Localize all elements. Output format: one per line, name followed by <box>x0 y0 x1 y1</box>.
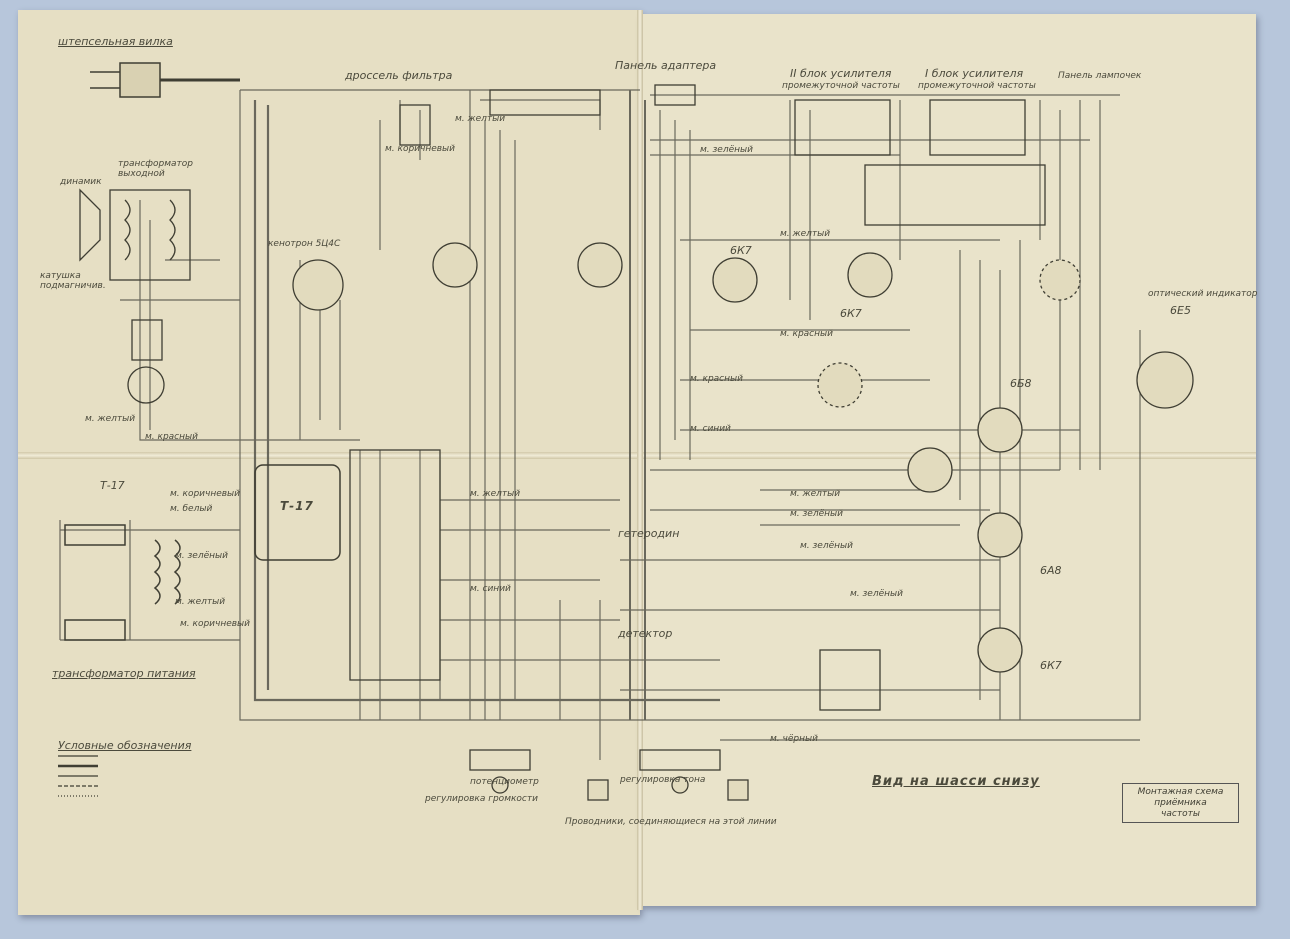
speaker-label: динамик <box>60 177 102 187</box>
wire-label-red-1: м. красный <box>145 432 198 442</box>
paper-fold-vertical <box>637 10 643 910</box>
note-bottom: Проводники, соединяющиеся на этой линии <box>565 817 777 827</box>
t17-left-label: Т-17 <box>100 479 125 492</box>
wire-label-white-1: м. белый <box>170 504 213 514</box>
wire-label-yellow-2: м. желтый <box>85 414 136 424</box>
coil-label: катушка подмагничив. <box>40 271 106 291</box>
wire-label-brown-2: м. коричневый <box>180 619 251 629</box>
t17-box-label: Т-17 <box>280 499 314 513</box>
wire-label-blue-2: м. синий <box>690 424 731 434</box>
block1-label: I блок усилителя <box>925 67 1024 80</box>
wire-label-yellow-5: м. желтый <box>780 229 831 239</box>
volume-label: регулировка громкости <box>425 794 538 804</box>
wire-label-yellow-1: м. желтый <box>175 597 226 607</box>
wire-label-yellow-4: м. желтый <box>470 489 521 499</box>
indicator-tube-label: 6Е5 <box>1170 304 1191 317</box>
wire-label-black-1: м. чёрный <box>770 734 818 744</box>
choke-label: дроссель фильтра <box>345 69 453 82</box>
wire-label-blue-1: м. синий <box>470 584 511 594</box>
mount-box-line-1: Монтажная схема <box>1137 787 1224 797</box>
kenotron-label: кенотрон 5Ц4С <box>268 239 341 249</box>
lamp-6a8-label: 6А8 <box>1040 564 1062 577</box>
plug-label: штепсельная вилка <box>58 35 173 48</box>
legend-title: Условные обозначения <box>58 739 192 752</box>
lamp-6k7c-label: 6К7 <box>730 244 752 257</box>
detector-label: детектор <box>618 627 673 640</box>
mount-box-line-3: частоты <box>1161 808 1200 819</box>
tone-label: регулировка тона <box>620 775 706 785</box>
wire-label-red-2: м. красный <box>780 329 833 339</box>
lamp-6b8-label: 6Б8 <box>1010 377 1032 390</box>
mount-box-line-2: приёмника <box>1154 797 1207 808</box>
wire-label-yellow-6: м. желтый <box>790 489 841 499</box>
wire-label-green-4: м. зелёный <box>800 541 853 551</box>
wire-label-green-2: м. зелёный <box>700 145 753 155</box>
potentiometer-label: потенциометр <box>470 777 539 787</box>
power-transformer-label: трансформатор питания <box>52 667 196 680</box>
output-transformer-label: трансформатор выходной <box>118 159 193 179</box>
mount-box: Монтажная схема приёмника частоты <box>1122 783 1239 824</box>
heterodyne-label: гетеродин <box>618 527 680 540</box>
paper-sheet-left <box>18 10 640 915</box>
wire-label-green-1: м. зелёный <box>175 551 228 561</box>
indicator-label: оптический индикатор <box>1148 289 1258 299</box>
wire-label-red-3: м. красный <box>690 374 743 384</box>
block2-label: II блок усилителя <box>790 67 892 80</box>
wire-label-yellow-3: м. желтый <box>455 114 506 124</box>
panel-lamps-label: Панель лампочек <box>1058 71 1142 81</box>
block1b-label: промежуточной частоты <box>918 81 1036 91</box>
wire-label-brown-3: м. коричневый <box>385 144 456 154</box>
view-title: Вид на шасси снизу <box>872 774 1040 789</box>
wire-label-green-3: м. зелёный <box>790 509 843 519</box>
wire-label-green-5: м. зелёный <box>850 589 903 599</box>
wire-label-brown-1: м. коричневый <box>170 489 241 499</box>
lamp-6k7b-label: 6К7 <box>1040 659 1062 672</box>
lamp-6k7-label: 6К7 <box>840 307 862 320</box>
block2b-label: промежуточной частоты <box>782 81 900 91</box>
panel-adapter-label: Панель адаптера <box>615 59 717 72</box>
